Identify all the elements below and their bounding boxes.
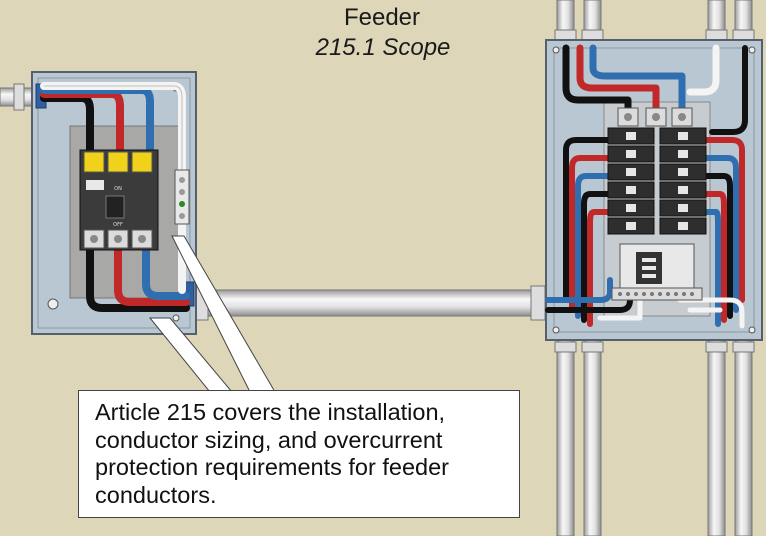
main-breaker: ON OFF	[79, 149, 159, 251]
breaker-handle	[626, 150, 636, 158]
breaker-handle	[678, 204, 688, 212]
neutral-bar	[174, 169, 190, 225]
panel-main-lugs	[617, 107, 693, 127]
panel-neutral-bar	[611, 243, 703, 301]
left-conduit	[0, 83, 35, 111]
panelboard-wires	[545, 44, 748, 329]
breaker-handle	[626, 168, 636, 176]
breaker-handle	[626, 204, 636, 212]
breaker-handle	[678, 222, 688, 230]
callout-box: Article 215 covers the installation, con…	[78, 390, 520, 518]
breaker-handle	[678, 186, 688, 194]
breaker-off-label: OFF	[113, 222, 123, 228]
feeder-conduit	[195, 285, 557, 321]
branch-breakers	[607, 127, 707, 235]
diagram-title: Feeder	[343, 4, 421, 31]
breaker-handle	[678, 168, 688, 176]
breaker-handle	[626, 222, 636, 230]
breaker-on-label: ON	[114, 186, 122, 192]
breaker-handle	[678, 150, 688, 158]
breaker-handle	[678, 132, 688, 140]
breaker-handle	[626, 186, 636, 194]
section-reference: 215.1 Scope	[315, 34, 451, 61]
breaker-handle	[626, 132, 636, 140]
callout-text: Article 215 covers the installation, con…	[95, 399, 449, 508]
